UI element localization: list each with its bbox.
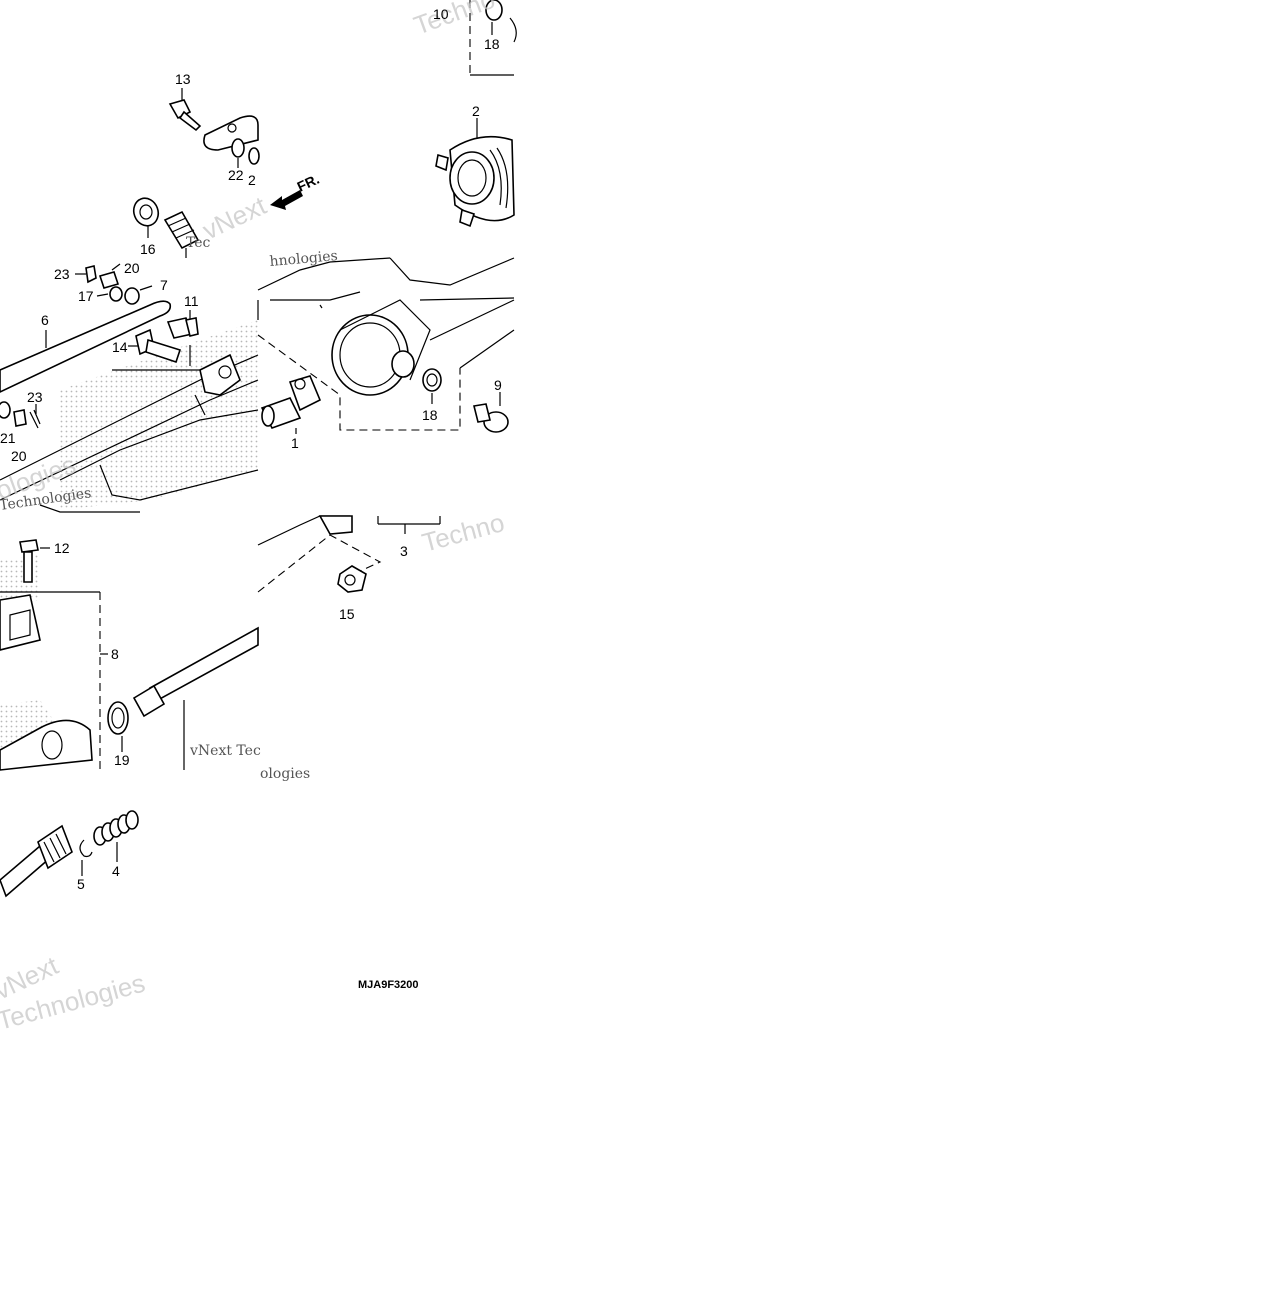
watermark-text: hnologies (269, 248, 338, 270)
nut-cluster-lower (0, 401, 41, 429)
callout-15: 15 (339, 606, 355, 622)
watermark-text: vNext Tec (189, 743, 261, 759)
watermark-text: ologies (260, 766, 310, 782)
part-3-bracket (257, 515, 441, 593)
part-16-washer-spring (132, 197, 200, 258)
callout-23b: 23 (27, 389, 43, 405)
shaft-spring-assembly (0, 810, 139, 898)
front-arrow-label: FR. (295, 171, 322, 195)
callout-20b: 20 (11, 448, 27, 464)
spring-4 (93, 810, 139, 846)
callout-4: 4 (112, 863, 120, 879)
callout-6: 6 (41, 312, 49, 328)
universal-joint-1 (260, 375, 322, 434)
callout-21: 21 (0, 430, 16, 446)
watermark-text: Techno (419, 507, 508, 558)
callout-18: 18 (484, 36, 500, 52)
drive-shaft (0, 626, 259, 771)
bolt-13 (168, 88, 202, 132)
bolt-11 (166, 310, 199, 339)
watermark-text: Techno (410, 0, 499, 41)
callout-2: 2 (472, 103, 480, 119)
callout-1: 1 (291, 435, 299, 451)
link-plate-upper (203, 115, 260, 168)
callout-labels: 10 18 13 2 22 2 16 23 20 17 7 6 11 14 23… (0, 6, 502, 892)
link-rod-6 (0, 300, 172, 393)
swingarm-central (257, 257, 515, 431)
part-2-bearing-housing (435, 118, 515, 228)
watermark-text: Tec (186, 235, 211, 251)
callout-23: 23 (54, 266, 70, 282)
callout-12: 12 (54, 540, 70, 556)
callout-20: 20 (124, 260, 140, 276)
callout-19: 19 (114, 752, 130, 768)
callout-10: 10 (433, 6, 449, 22)
callout-13: 13 (175, 71, 191, 87)
callout-16: 16 (140, 241, 156, 257)
callout-17: 17 (78, 288, 94, 304)
bolt-9 (473, 392, 509, 433)
callout-8: 8 (111, 646, 119, 662)
callout-3: 3 (400, 543, 408, 559)
callout-9: 9 (494, 377, 502, 393)
callout-2b: 2 (248, 172, 256, 188)
bolt-12 (19, 539, 50, 583)
callout-14: 14 (112, 339, 128, 355)
top-right-panel (469, 0, 517, 76)
nut-cluster-upper (75, 263, 153, 305)
frame-body (0, 353, 259, 513)
callout-22: 22 (228, 167, 244, 183)
callout-11: 11 (184, 293, 199, 309)
callout-5: 5 (77, 876, 85, 892)
diagram-code: MJA9F3200 (358, 979, 419, 991)
front-arrow: FR. (270, 171, 322, 210)
callout-7: 7 (160, 277, 168, 293)
pin-14 (112, 328, 200, 371)
part-8-bracket (0, 591, 108, 770)
callout-18b: 18 (422, 407, 438, 423)
